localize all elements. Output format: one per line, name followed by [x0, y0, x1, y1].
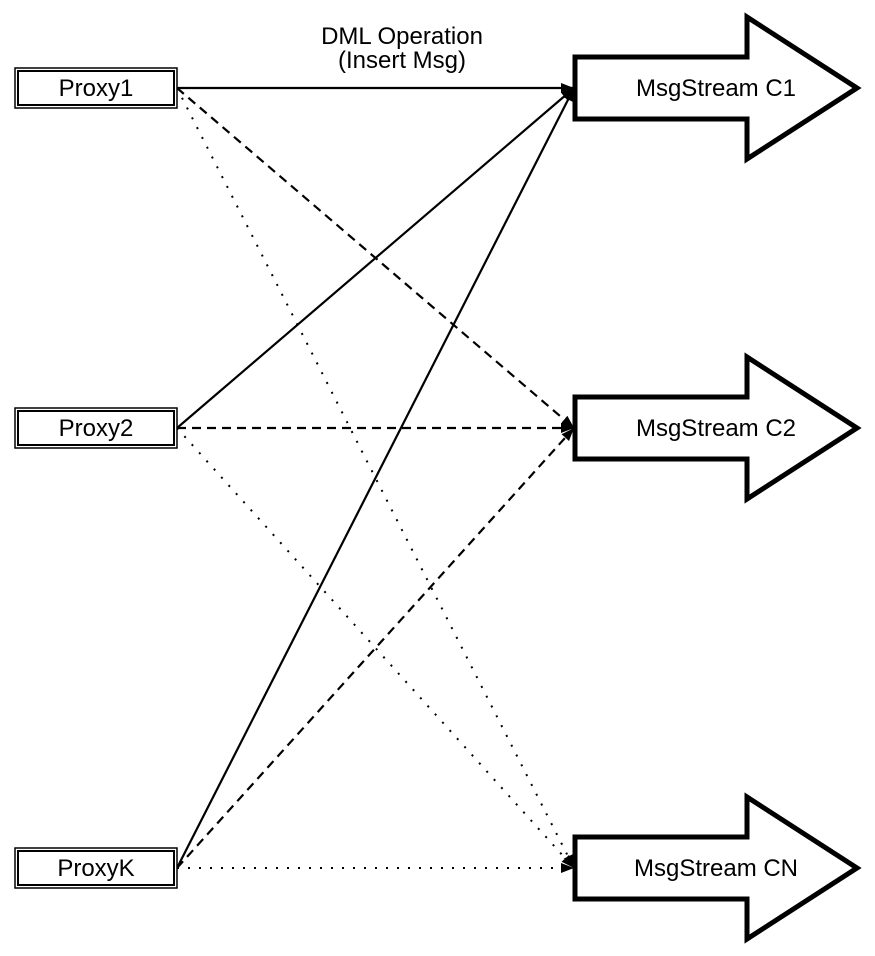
- proxy1-label: Proxy1: [59, 75, 134, 102]
- proxy1-box: [17, 70, 175, 106]
- stream-cn-node: MsgStream CN: [572, 792, 862, 944]
- edges-solid-to-c1: [176, 83, 575, 869]
- stream-c2-node: MsgStream C2: [572, 352, 862, 504]
- stream-cn-label: MsgStream CN: [634, 855, 798, 882]
- edge-proxy1-to-c2-dashed: [176, 87, 575, 429]
- edge-proxyk-to-c2-dashed: [176, 427, 575, 869]
- stream-c1-node: MsgStream C1: [572, 12, 862, 164]
- proxyk-label: ProxyK: [57, 855, 134, 882]
- edges-dashed-to-c2: [176, 87, 575, 869]
- stream-cn-arrow-icon: [572, 792, 862, 944]
- proxy2-label: Proxy2: [59, 415, 134, 442]
- stream-c1-arrow-icon: [572, 12, 862, 164]
- edges-dotted-to-cn: [176, 87, 575, 873]
- proxy2-node: Proxy2: [14, 407, 178, 449]
- diagram-title-line-1: DML Operation: [321, 23, 483, 50]
- edge-proxyk-to-c1-solid: [176, 87, 575, 869]
- proxyk-box: [17, 850, 175, 886]
- stream-c2-arrow-icon: [572, 352, 862, 504]
- stream-c1-label: MsgStream C1: [636, 75, 796, 102]
- proxyk-node: ProxyK: [14, 847, 178, 889]
- stream-c2-label: MsgStream C2: [636, 415, 796, 442]
- diagram-title-line-2: (Insert Msg): [338, 47, 466, 74]
- proxy2-box: [17, 410, 175, 446]
- proxy1-node: Proxy1: [14, 67, 178, 109]
